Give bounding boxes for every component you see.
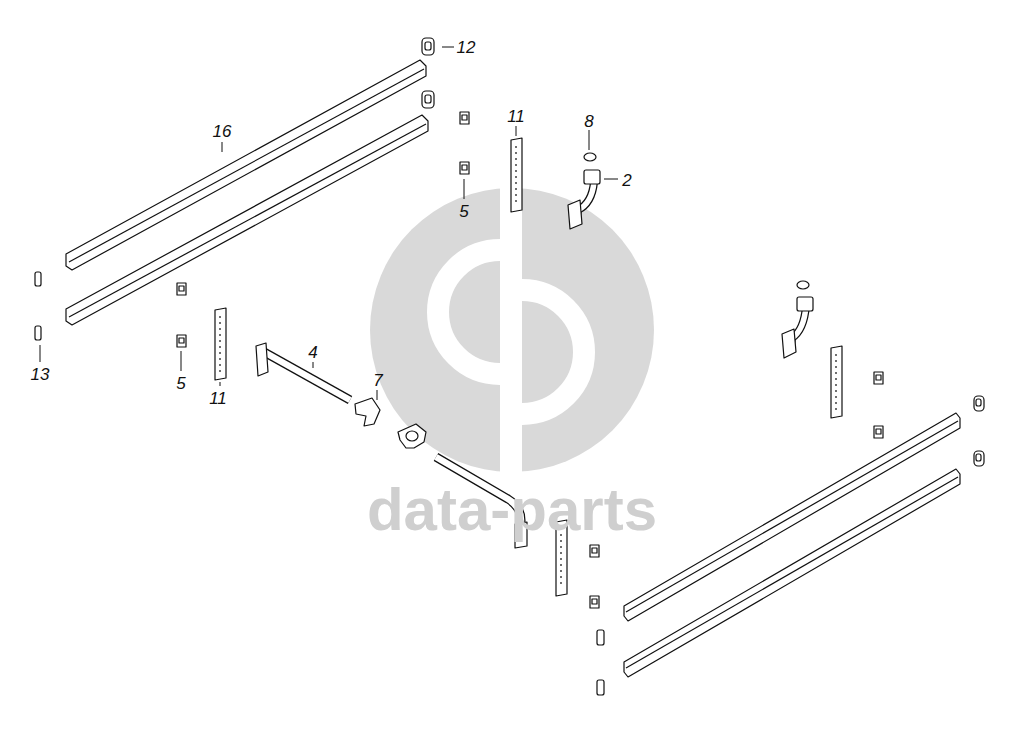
callout-number: 11	[209, 390, 227, 407]
callout-number: 5	[176, 375, 185, 392]
watermark-text: data-parts	[367, 480, 657, 540]
callout-number: 8	[584, 113, 593, 130]
callout-number: 13	[31, 366, 50, 383]
callout-number: 5	[459, 203, 468, 220]
callout-number: 12	[457, 39, 476, 56]
callout-number: 2	[622, 172, 631, 189]
leader-lines	[40, 47, 618, 400]
watermark-logo	[370, 188, 654, 473]
callout-number: 7	[373, 372, 382, 389]
callout-number: 11	[507, 108, 525, 125]
callout-number: 16	[213, 123, 232, 140]
callout-number: 4	[308, 344, 317, 361]
